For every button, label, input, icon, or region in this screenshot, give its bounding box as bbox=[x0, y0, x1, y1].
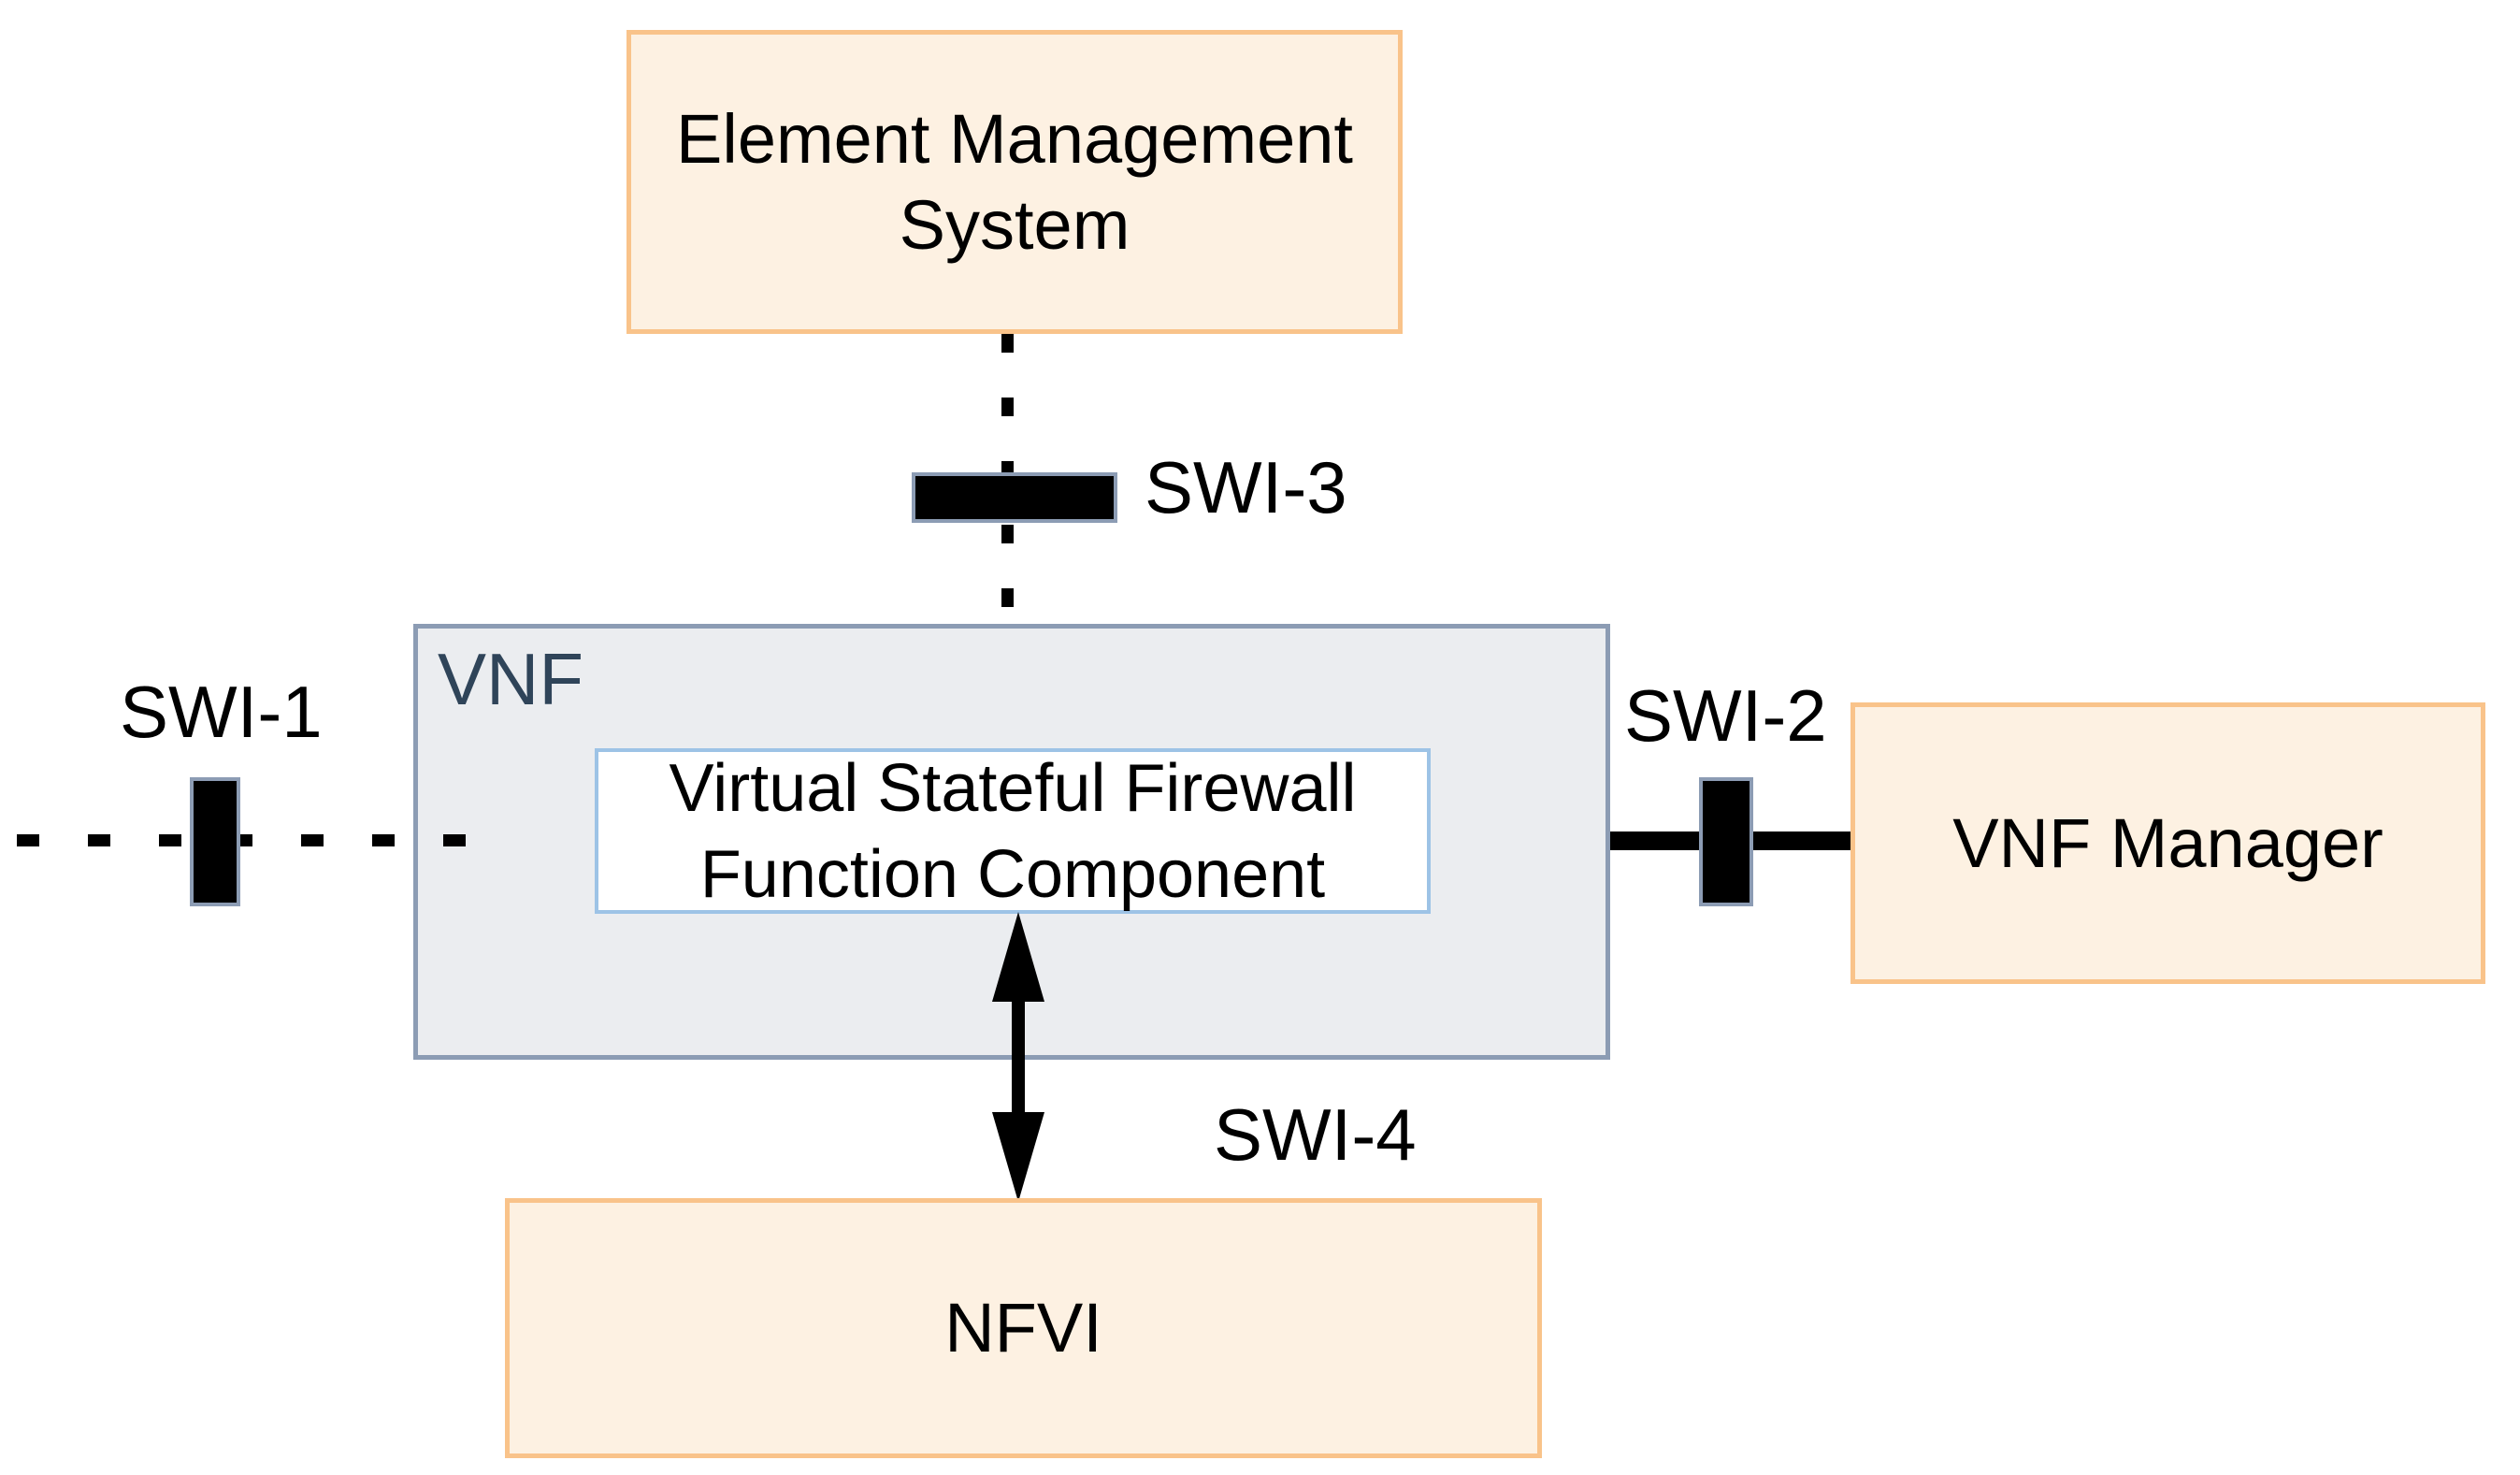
swi-4-arrowhead-up bbox=[992, 912, 1044, 1002]
vnf-manager-box: VNF Manager bbox=[1850, 702, 2485, 984]
swi-1-marker bbox=[190, 777, 240, 906]
swi-3-label: SWI-3 bbox=[1145, 446, 1347, 528]
vsfc-label-line2: Function Component bbox=[699, 836, 1326, 912]
swi-3-marker bbox=[912, 472, 1117, 523]
nfvi-box: NFVI bbox=[505, 1198, 1542, 1458]
swi-2-label: SWI-2 bbox=[1624, 674, 1827, 757]
ems-label-line1: Element Management bbox=[676, 99, 1353, 178]
vsfc-label: Virtual Stateful Firewall Function Compo… bbox=[670, 745, 1357, 918]
ems-label: Element Management System bbox=[676, 96, 1353, 268]
ems-box: Element Management System bbox=[626, 30, 1403, 334]
swi-1-label: SWI-1 bbox=[120, 671, 323, 753]
vsfc-box: Virtual Stateful Firewall Function Compo… bbox=[595, 748, 1431, 914]
swi-4-arrow bbox=[992, 912, 1044, 1202]
vnf-label: VNF bbox=[438, 638, 583, 720]
swi-2-marker bbox=[1699, 777, 1753, 906]
ems-label-line2: System bbox=[899, 185, 1130, 264]
swi-4-arrow-shaft bbox=[1012, 989, 1025, 1125]
swi-4-label: SWI-4 bbox=[1214, 1093, 1417, 1176]
swi-4-arrowhead-down bbox=[992, 1112, 1044, 1202]
swi-1-dashed-line bbox=[17, 834, 472, 846]
vsfc-label-line1: Virtual Stateful Firewall bbox=[669, 750, 1357, 826]
vnf-manager-label: VNF Manager bbox=[1952, 803, 2383, 882]
nfvi-label: NFVI bbox=[944, 1289, 1102, 1367]
